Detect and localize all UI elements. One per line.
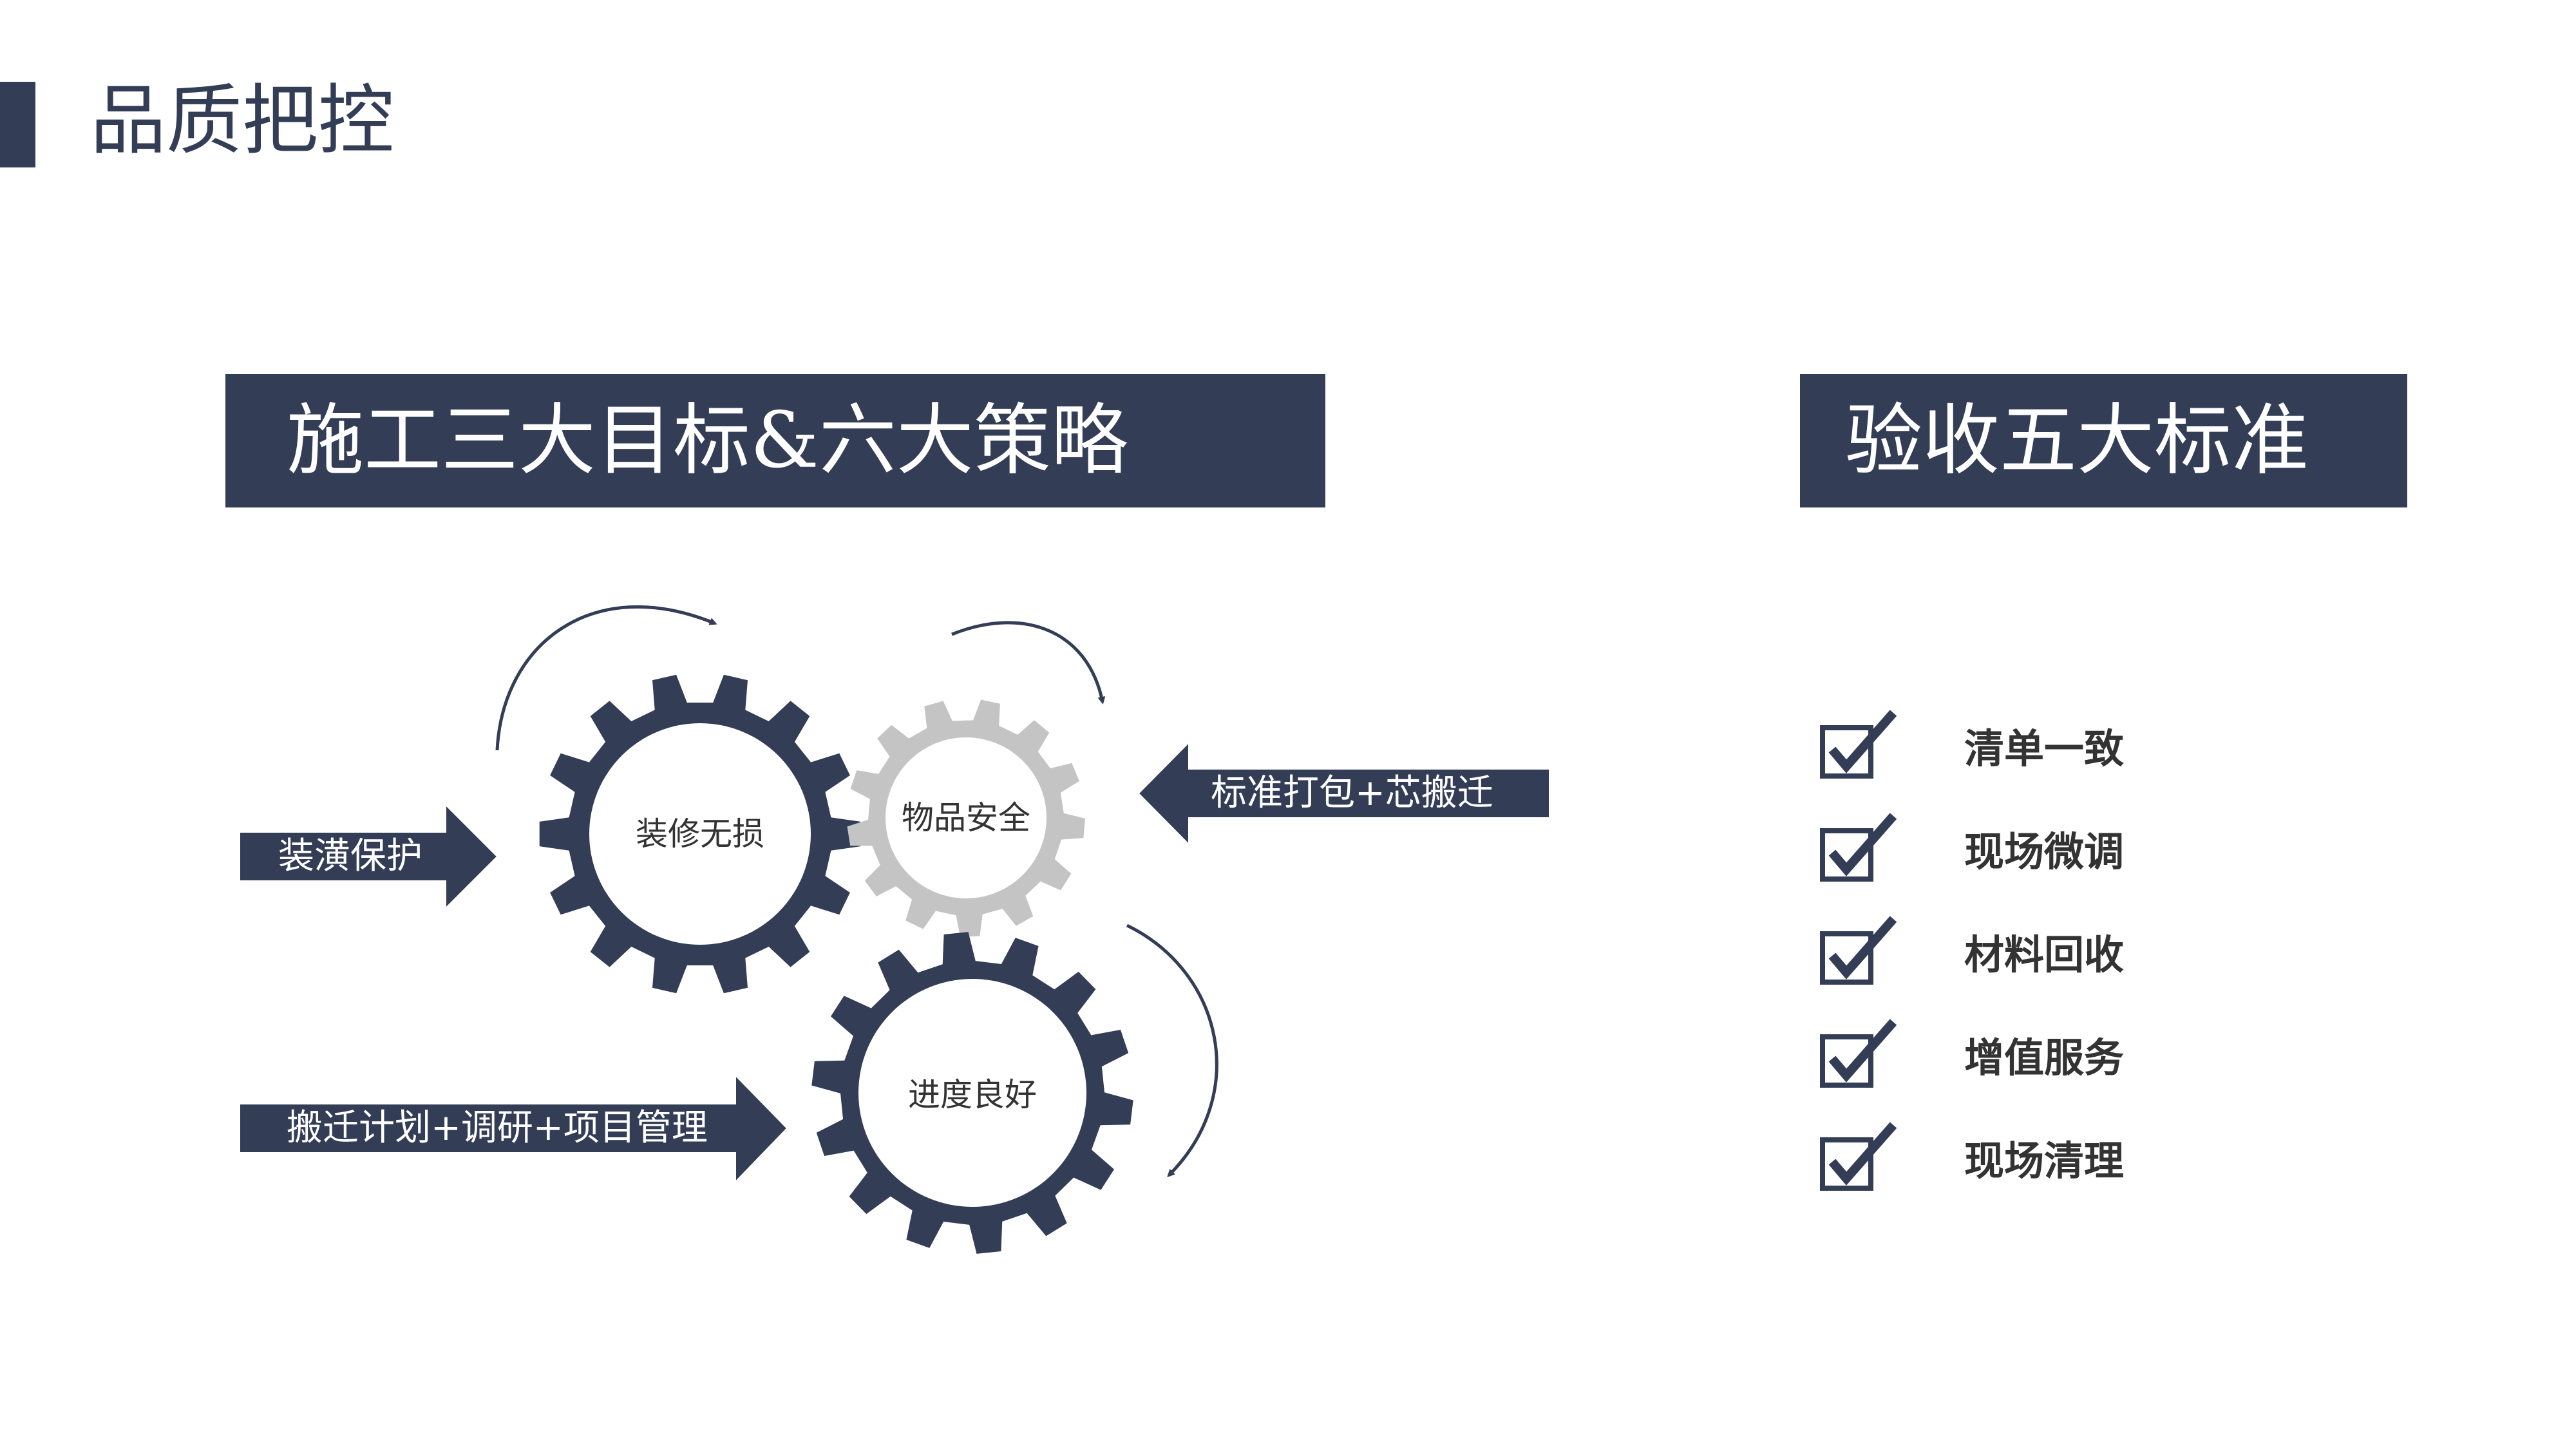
curved-arrow-icon [495, 605, 717, 751]
check-item: 清单一致 [1819, 710, 2124, 781]
page-title: 品质把控 [90, 76, 395, 165]
arrow-right-icon [236, 797, 502, 916]
check-label: 材料回收 [1964, 931, 2125, 978]
check-label: 现场微调 [1964, 828, 2125, 875]
gear-label-damage-free: 装修无损 [636, 815, 764, 853]
gear-hub [589, 723, 811, 945]
checkbox-checked-icon [1820, 813, 1897, 882]
gear-label-item-safety: 物品安全 [902, 799, 1030, 837]
curved-arrow-icon [1126, 923, 1218, 1177]
arrow-right-icon [236, 1067, 792, 1190]
arrow-left-icon [1133, 734, 1553, 853]
check-label: 清单一致 [1964, 725, 2125, 772]
checkbox-checked-icon [1820, 1019, 1897, 1088]
check-item: 增值服务 [1819, 1019, 2124, 1090]
checkbox-checked-icon [1820, 710, 1897, 779]
check-label: 现场清理 [1964, 1137, 2125, 1184]
check-label: 增值服务 [1964, 1034, 2125, 1081]
curved-arrow-icon [951, 621, 1106, 705]
arrow-label-move-plan: 搬迁计划+调研+项目管理 [287, 1107, 708, 1149]
check-item: 材料回收 [1819, 916, 2124, 987]
check-item: 现场微调 [1819, 813, 2124, 884]
gear-hub [858, 979, 1086, 1207]
checkbox-checked-icon [1820, 916, 1897, 985]
strategy-banner: 施工三大目标&六大策略 [225, 374, 1325, 507]
arrow-label-standard-packing: 标准打包+芯搬迁 [1211, 772, 1493, 814]
title-accent-bar [0, 82, 35, 167]
gear-hub [886, 737, 1046, 898]
acceptance-banner: 验收五大标准 [1800, 374, 2407, 507]
check-item: 现场清理 [1819, 1122, 2124, 1193]
checkbox-checked-icon [1820, 1122, 1897, 1191]
arrow-label-decoration-protection: 装潢保护 [278, 835, 422, 877]
gear-label-good-progress: 进度良好 [908, 1076, 1037, 1113]
